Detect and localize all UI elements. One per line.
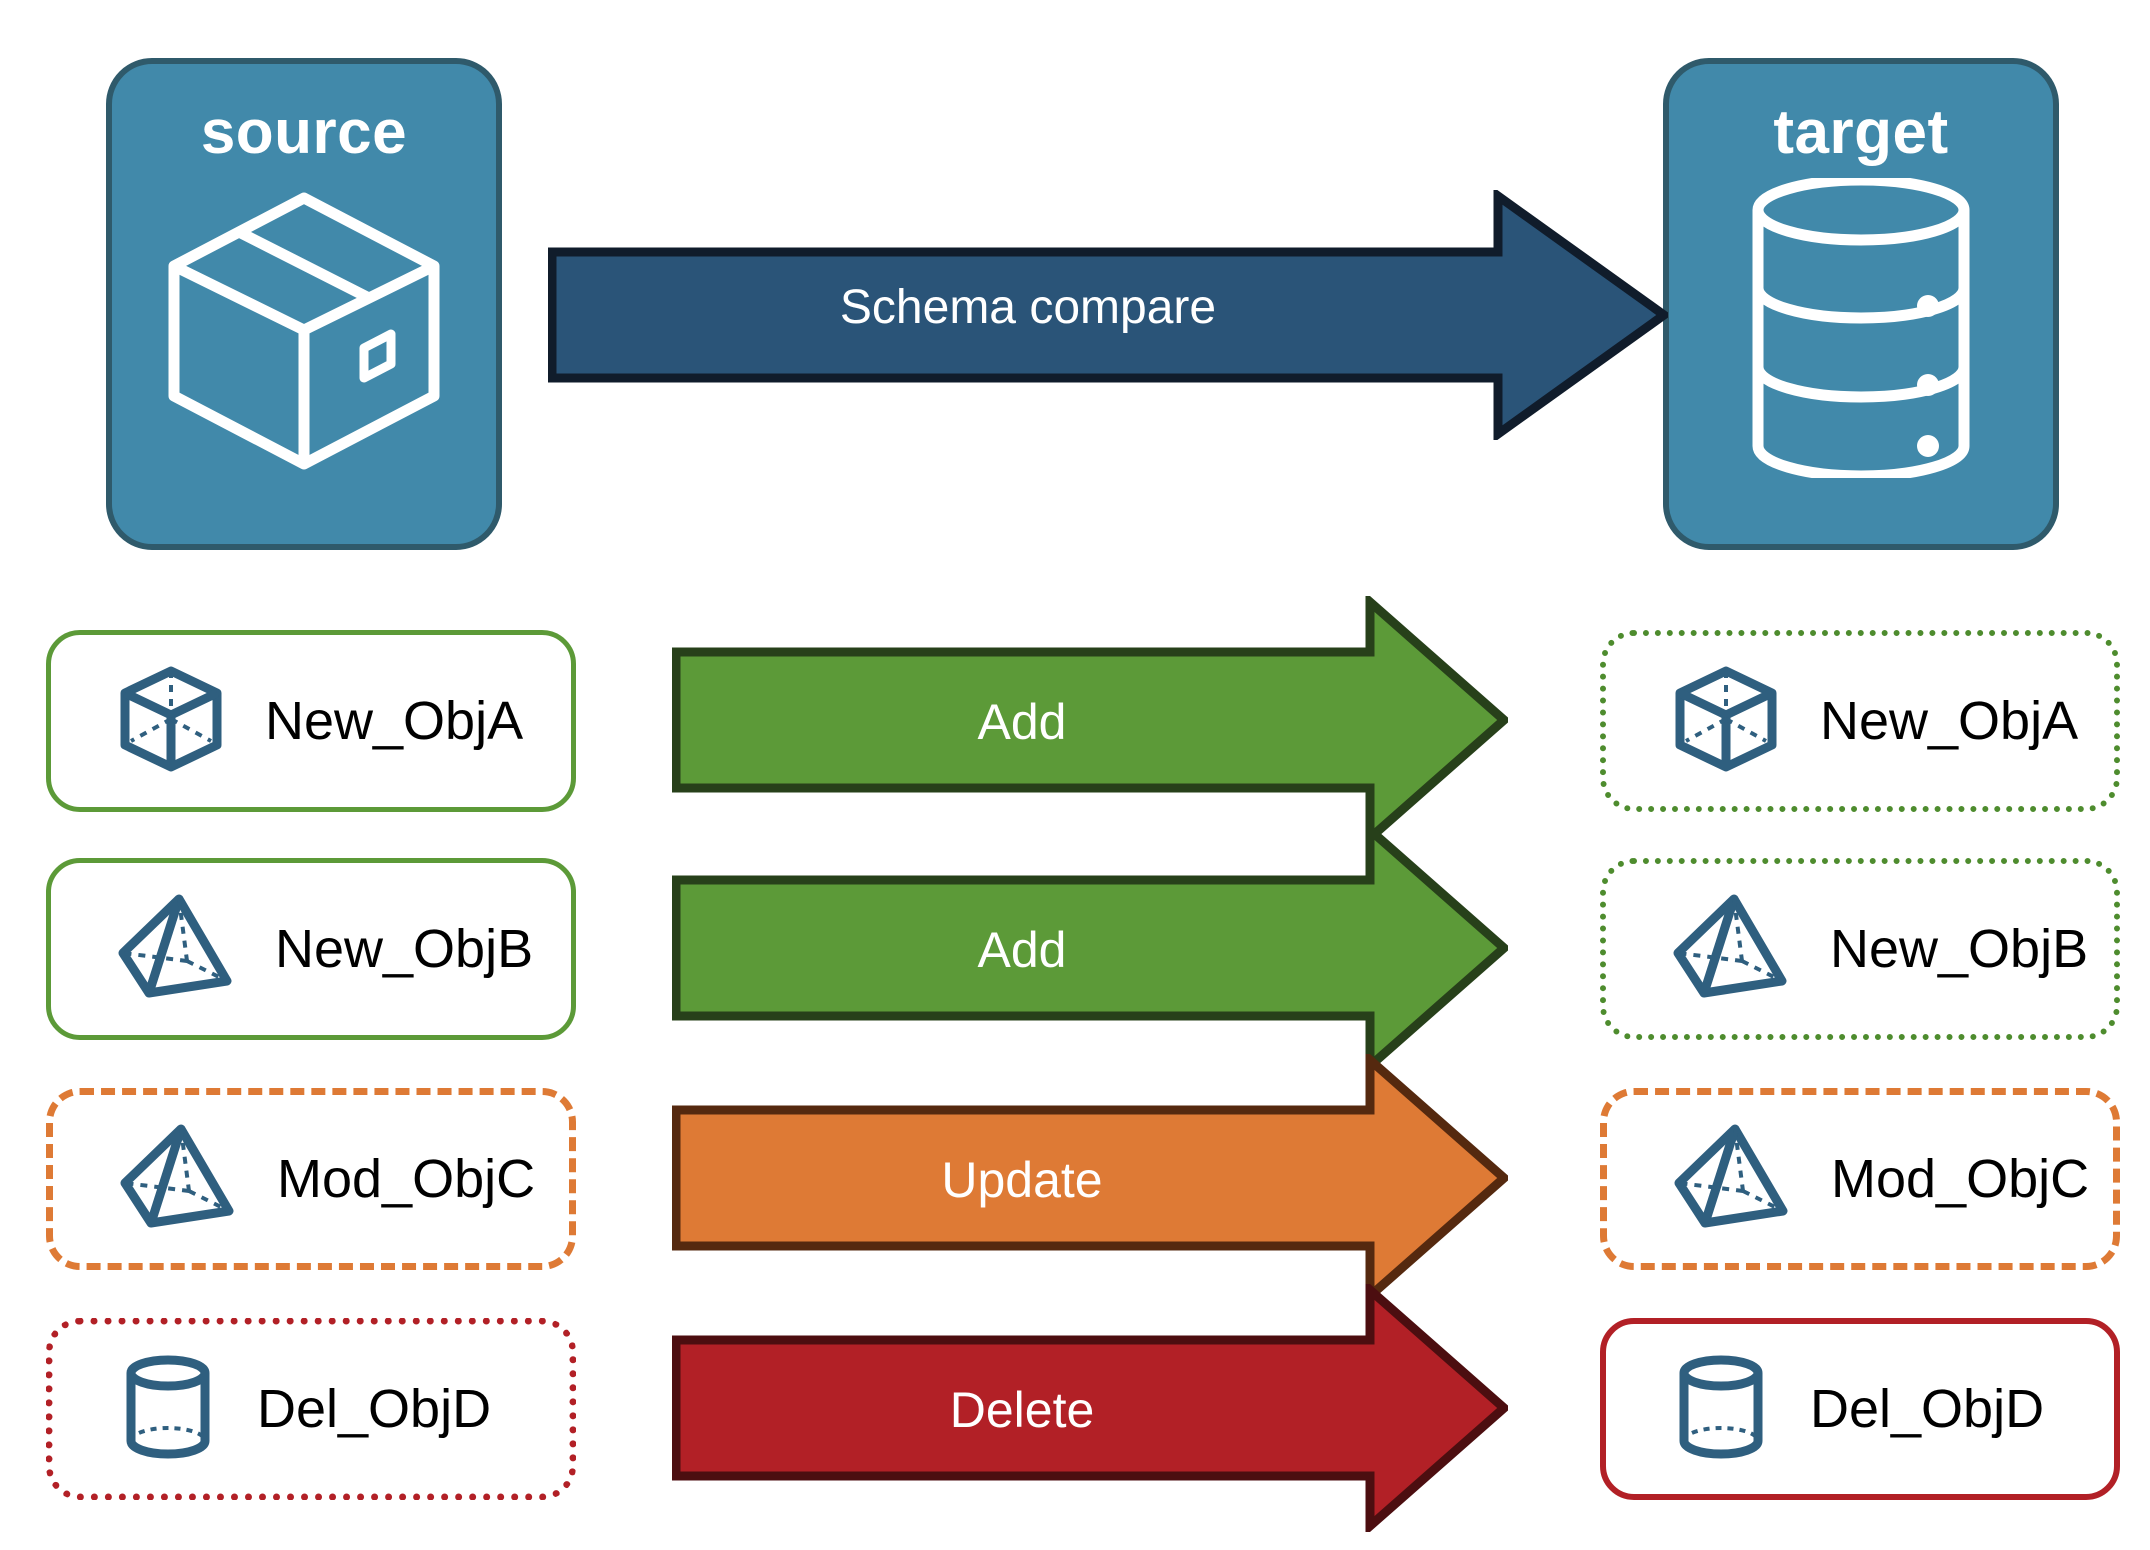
action-arrow-row-3 xyxy=(672,1284,1508,1532)
source-object-label-row-0: New_ObjA xyxy=(265,691,524,751)
action-arrow-row-0 xyxy=(672,596,1508,844)
wireframe-pyramid-icon xyxy=(117,891,235,1008)
target-object-box-row-2[interactable]: Mod_ObjC xyxy=(1600,1088,2120,1270)
source-object-box-row-3[interactable]: Del_ObjD xyxy=(46,1318,576,1500)
source-object-label-row-3: Del_ObjD xyxy=(257,1379,492,1439)
action-arrow-row-2 xyxy=(672,1054,1508,1302)
wireframe-pyramid-icon xyxy=(119,1121,237,1238)
wireframe-cube-icon xyxy=(1672,663,1780,780)
package-box-icon xyxy=(159,178,449,483)
target-label: target xyxy=(1773,98,1949,167)
wireframe-pyramid-icon xyxy=(1672,891,1790,1008)
target-object-box-row-3[interactable]: Del_ObjD xyxy=(1600,1318,2120,1500)
target-object-label-row-1: New_ObjB xyxy=(1830,919,2089,979)
target-endpoint-card[interactable]: target xyxy=(1663,58,2059,550)
source-label: source xyxy=(200,98,408,167)
action-arrow-row-1 xyxy=(672,824,1508,1072)
source-object-label-row-2: Mod_ObjC xyxy=(277,1149,536,1209)
wireframe-cylinder-icon xyxy=(1672,1351,1770,1468)
target-object-label-row-3: Del_ObjD xyxy=(1810,1379,2045,1439)
database-cylinder-icon xyxy=(1736,174,1986,483)
target-object-label-row-0: New_ObjA xyxy=(1820,691,2079,751)
wireframe-cube-icon xyxy=(117,663,225,780)
wireframe-cylinder-icon xyxy=(119,1351,217,1468)
source-object-box-row-2[interactable]: Mod_ObjC xyxy=(46,1088,576,1270)
source-object-box-row-1[interactable]: New_ObjB xyxy=(46,858,576,1040)
target-object-label-row-2: Mod_ObjC xyxy=(1831,1149,2090,1209)
target-object-box-row-0[interactable]: New_ObjA xyxy=(1600,630,2120,812)
schema-compare-arrow xyxy=(548,190,1668,440)
wireframe-pyramid-icon xyxy=(1673,1121,1791,1238)
source-endpoint-card[interactable]: source xyxy=(106,58,502,550)
source-object-label-row-1: New_ObjB xyxy=(275,919,534,979)
target-object-box-row-1[interactable]: New_ObjB xyxy=(1600,858,2120,1040)
source-object-box-row-0[interactable]: New_ObjA xyxy=(46,630,576,812)
